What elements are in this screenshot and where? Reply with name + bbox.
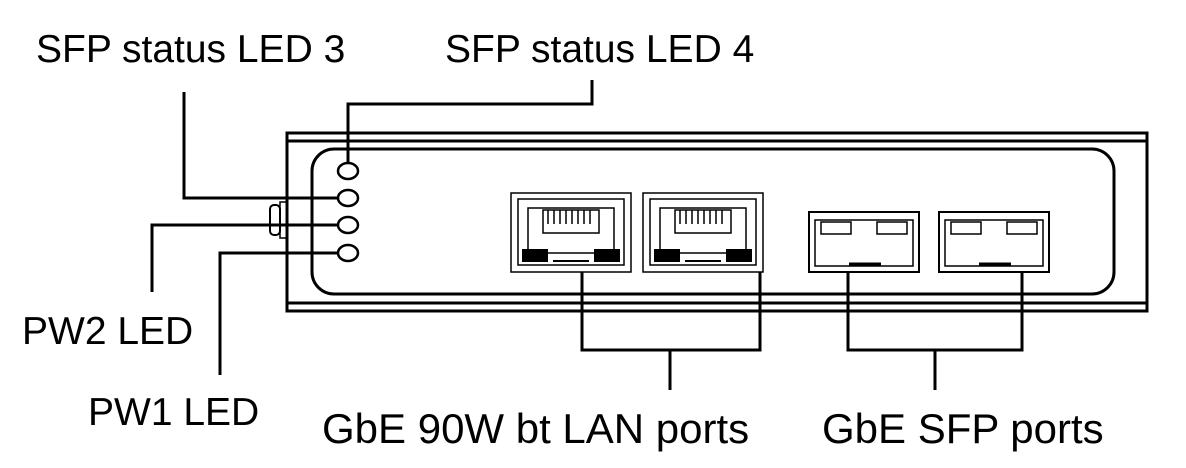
sfp-led-3 [336, 188, 360, 208]
sfp-led-4 [336, 161, 360, 181]
sfp-port-2 [938, 211, 1050, 273]
chassis [285, 131, 1149, 313]
label-pw1-led: PW1 LED [88, 391, 259, 434]
leader-pw2 [150, 223, 338, 292]
label-sfp-led4: SFP status LED 4 [445, 28, 754, 71]
leader-pw1 [218, 251, 338, 375]
sfp-port-1 [808, 211, 920, 273]
rj45-port-2 [642, 192, 764, 273]
side-screw [269, 201, 288, 239]
label-pw2-led: PW2 LED [22, 310, 193, 353]
pw1-led [336, 243, 360, 263]
label-sfp-ports: GbE SFP ports [822, 405, 1104, 452]
label-lan-ports: GbE 90W bt LAN ports [322, 405, 749, 452]
pw2-led [336, 215, 360, 235]
label-sfp-led3: SFP status LED 3 [36, 28, 345, 71]
leader-lines [150, 80, 1024, 390]
leader-sfp-led4 [346, 80, 594, 163]
led-indicators [336, 161, 360, 263]
leader-sfp-led3 [182, 92, 338, 200]
rj45-port-1 [510, 192, 632, 273]
